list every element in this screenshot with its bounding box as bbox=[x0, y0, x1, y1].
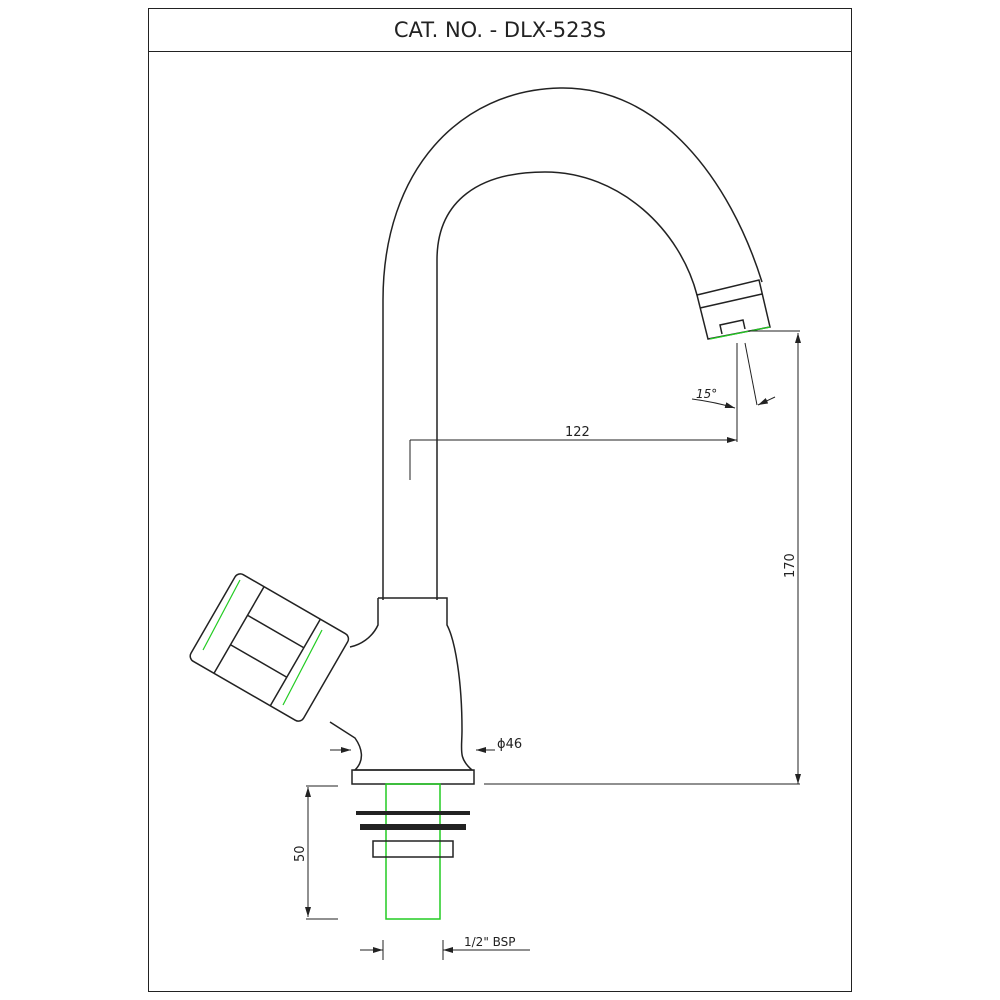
shank bbox=[385, 783, 441, 920]
shank-length-dimension: 50 bbox=[293, 845, 308, 862]
handle bbox=[189, 573, 350, 722]
spout-inner bbox=[436, 171, 698, 600]
drawing-frame bbox=[148, 8, 852, 992]
valve-body bbox=[329, 597, 475, 771]
height-dimension: 170 bbox=[783, 553, 798, 578]
aerator bbox=[696, 279, 771, 340]
nut bbox=[372, 840, 454, 858]
diameter-dimension: ϕ46 bbox=[497, 737, 522, 752]
spout-outer bbox=[382, 87, 763, 600]
thread-dimension: 1/2" BSP bbox=[464, 935, 516, 949]
catalog-number-title: CAT. NO. - DLX-523S bbox=[148, 8, 852, 52]
angle-dimension: 15° bbox=[696, 387, 717, 401]
base-flange bbox=[351, 769, 475, 785]
reach-dimension: 122 bbox=[565, 425, 590, 440]
